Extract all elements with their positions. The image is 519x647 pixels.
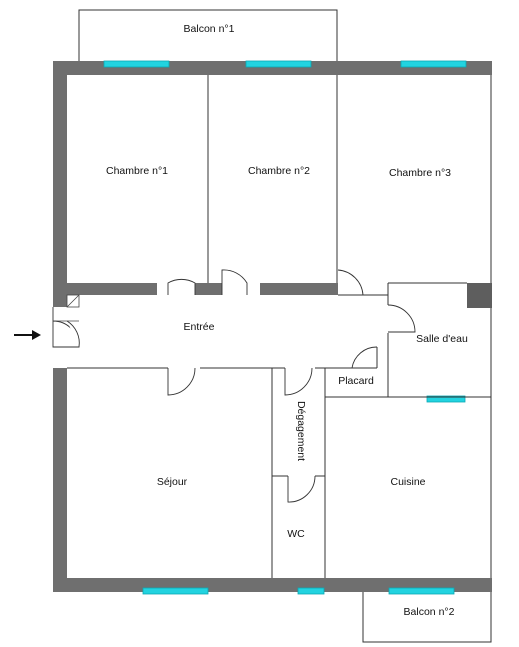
label-sejour: Séjour bbox=[157, 476, 188, 488]
exterior-walls bbox=[53, 61, 492, 592]
label-degagement: Dégagement bbox=[295, 401, 307, 461]
label-wc: WC bbox=[287, 528, 305, 540]
partitions bbox=[67, 75, 492, 578]
label-chambre-3: Chambre n°3 bbox=[389, 167, 451, 179]
label-cuisine: Cuisine bbox=[390, 476, 425, 488]
doors bbox=[52, 269, 416, 503]
label-placard: Placard bbox=[338, 375, 374, 387]
windows bbox=[103, 60, 467, 595]
label-entree: Entrée bbox=[184, 321, 215, 333]
label-balcon-1: Balcon n°1 bbox=[184, 23, 235, 35]
balcony-2 bbox=[362, 592, 492, 643]
label-chambre-1: Chambre n°1 bbox=[106, 165, 168, 177]
label-balcon-2: Balcon n°2 bbox=[404, 606, 455, 618]
interior-walls bbox=[53, 283, 338, 308]
entry-arrow-icon bbox=[14, 330, 41, 340]
label-chambre-2: Chambre n°2 bbox=[248, 165, 310, 177]
balcony-1 bbox=[78, 9, 338, 61]
label-salle-eau: Salle d'eau bbox=[416, 333, 468, 345]
